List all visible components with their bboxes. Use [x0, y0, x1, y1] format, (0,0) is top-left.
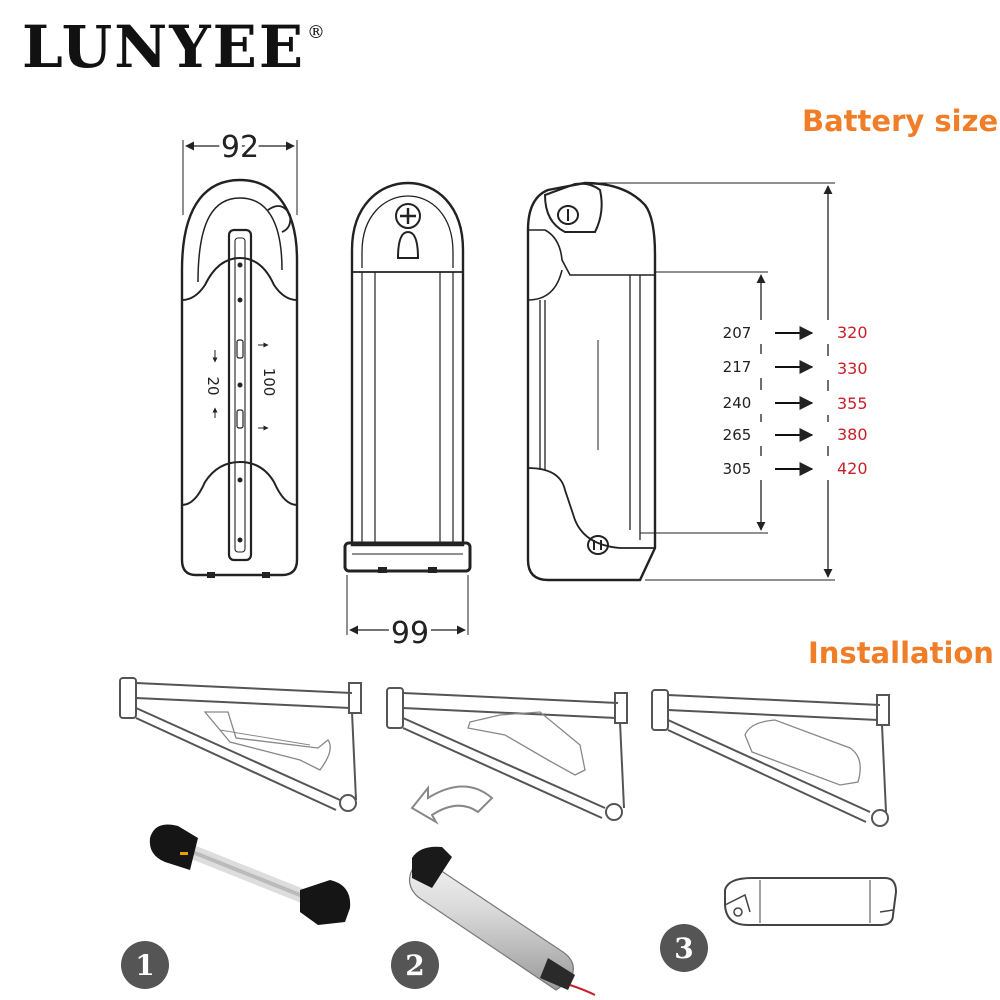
mount-length-label: 100	[260, 368, 278, 397]
registered-mark: ®	[307, 22, 328, 43]
brand-name: LUNYEE	[22, 13, 306, 81]
size-row: 207 320	[712, 320, 872, 344]
size-row: 240 355	[712, 390, 872, 415]
installation-heading: Installation	[808, 636, 994, 670]
size-to: 320	[837, 323, 868, 342]
size-row: 217 330	[712, 354, 872, 380]
installed-battery-sketch	[724, 877, 898, 926]
size-from: 265	[723, 426, 752, 444]
step-number: 1	[135, 949, 154, 982]
battery-side-view	[526, 181, 835, 582]
step-badge-1: 1	[121, 941, 169, 989]
size-to: 330	[837, 359, 868, 378]
width-bottom-label: 99	[391, 616, 429, 651]
frame-step-2	[386, 687, 628, 821]
frame-step-3	[651, 689, 890, 827]
step-badge-3: 3	[660, 924, 708, 972]
width-top-label: 92	[221, 130, 259, 165]
battery-rail-view	[180, 140, 299, 578]
size-to: 380	[837, 425, 868, 444]
size-row: 265 380	[712, 422, 872, 446]
curved-arrow-icon	[410, 785, 494, 825]
size-from: 305	[723, 460, 752, 478]
step-badge-2: 2	[391, 941, 439, 989]
size-from: 240	[723, 394, 752, 412]
step-number: 3	[674, 932, 693, 965]
brand-logo: LUNYEE®	[22, 18, 325, 76]
battery-photo	[408, 846, 596, 996]
size-table: 207 320 217 330 240 355 265 380	[712, 320, 872, 480]
size-to: 420	[837, 459, 868, 478]
battery-size-heading: Battery size	[802, 104, 999, 138]
rail-mount-photo	[149, 824, 351, 925]
size-row: 305 420	[712, 456, 872, 480]
size-to: 355	[837, 394, 868, 413]
step-number: 2	[405, 949, 424, 982]
size-from: 207	[723, 324, 752, 342]
frame-step-1	[119, 677, 362, 812]
mount-gap-label: 20	[204, 376, 222, 395]
size-from: 217	[723, 358, 752, 376]
battery-front-view	[343, 181, 472, 635]
